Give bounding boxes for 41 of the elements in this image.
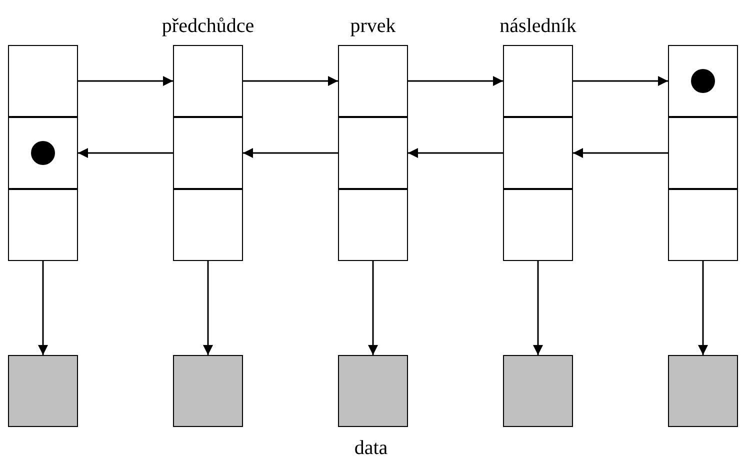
element-heading: předchůdce	[162, 15, 254, 37]
arrow	[203, 261, 213, 355]
pointer-cell	[338, 117, 408, 189]
arrow	[243, 76, 338, 86]
pointer-cell	[173, 117, 243, 189]
caption-label: data	[354, 437, 388, 459]
arrow	[408, 148, 503, 158]
data-box	[503, 355, 573, 427]
pointer-cell	[503, 117, 573, 189]
null-pointer-dot	[691, 69, 715, 93]
arrow	[243, 148, 338, 158]
list-element	[8, 45, 78, 261]
arrow	[78, 148, 173, 158]
pointer-cell	[668, 45, 738, 117]
pointer-cell	[173, 45, 243, 117]
arrow	[573, 76, 668, 86]
pointer-cell	[503, 45, 573, 117]
data-box	[173, 355, 243, 427]
pointer-cell	[8, 117, 78, 189]
data-box	[8, 355, 78, 427]
element-heading: prvek	[350, 15, 396, 37]
pointer-cell	[668, 117, 738, 189]
data-box	[668, 355, 738, 427]
arrow	[78, 76, 173, 86]
element-heading: následník	[500, 15, 576, 37]
pointer-cell	[338, 45, 408, 117]
arrow	[38, 261, 48, 355]
arrow	[408, 76, 503, 86]
arrow	[698, 261, 708, 355]
arrow	[533, 261, 543, 355]
list-element	[668, 45, 738, 261]
data-box	[338, 355, 408, 427]
arrow	[368, 261, 378, 355]
pointer-cell	[338, 189, 408, 261]
arrow	[573, 148, 668, 158]
pointer-cell	[503, 189, 573, 261]
pointer-cell	[173, 189, 243, 261]
pointer-cell	[8, 189, 78, 261]
null-pointer-dot	[31, 141, 55, 165]
pointer-cell	[8, 45, 78, 117]
pointer-cell	[668, 189, 738, 261]
